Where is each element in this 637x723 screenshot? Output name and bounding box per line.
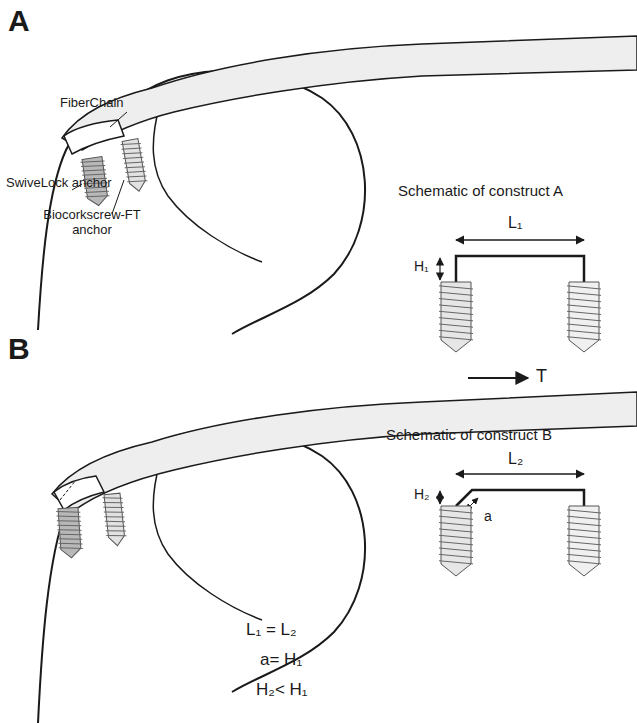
anchor-screw	[120, 138, 149, 193]
label: L₁	[508, 214, 522, 232]
humerus-b	[38, 378, 637, 723]
label: SwiveLock anchor	[6, 176, 112, 191]
label: L₁ = L₂	[246, 620, 297, 640]
schematic-b	[439, 474, 601, 576]
label: Biocorkscrew-FT anchor	[40, 208, 144, 238]
label: T	[536, 366, 547, 387]
panel-letter: B	[8, 332, 30, 367]
label: H₂	[414, 486, 430, 502]
label: a= H₁	[260, 650, 302, 670]
anchor-screw	[102, 493, 127, 547]
panel-letter: A	[8, 4, 30, 39]
label: a	[484, 508, 492, 524]
anchor-screw	[439, 506, 473, 576]
schematic-a	[439, 240, 601, 352]
anchor-screw	[567, 506, 601, 576]
anchor-screw	[567, 282, 601, 352]
label: Schematic of construct B	[386, 426, 552, 443]
label: FiberChain	[60, 96, 124, 111]
label: H₂< H₁	[256, 680, 308, 700]
label: L₂	[508, 450, 523, 468]
humerus-a	[38, 36, 637, 334]
label: Schematic of construct A	[398, 182, 563, 199]
label: H₁	[414, 258, 429, 274]
anchor-screw	[56, 507, 83, 559]
anchor-screw	[439, 282, 473, 352]
